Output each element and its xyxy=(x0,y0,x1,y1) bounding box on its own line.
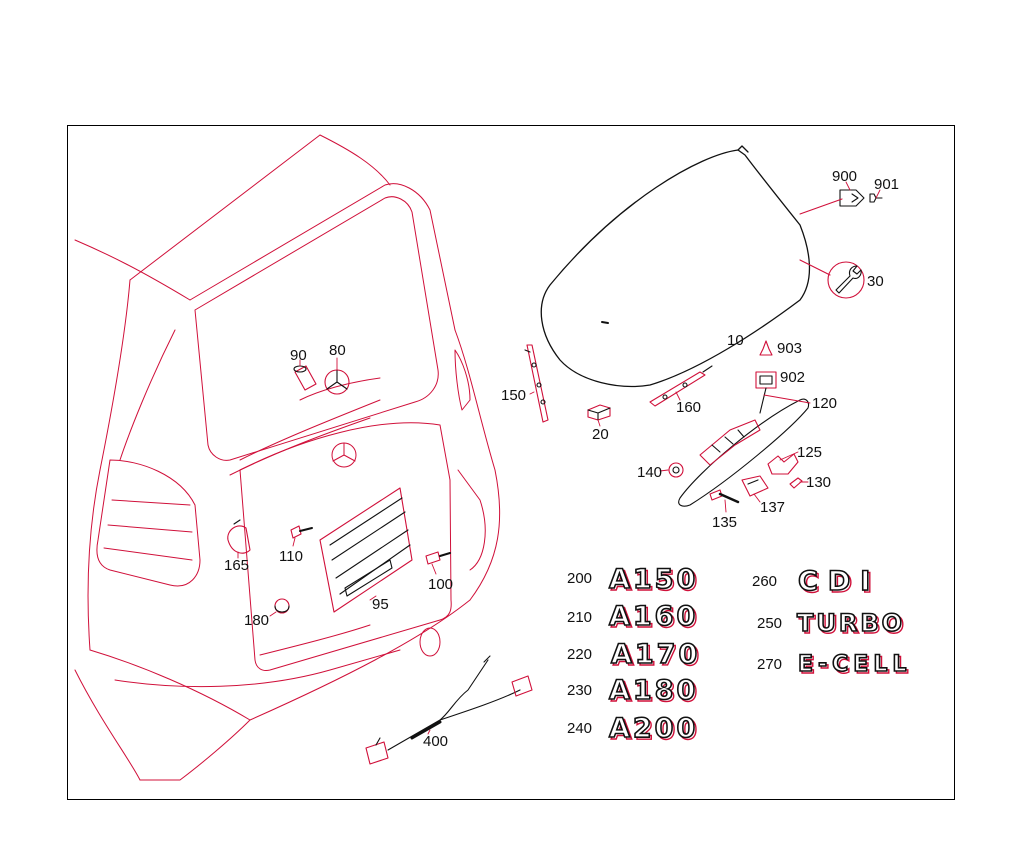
callout-900: 900 xyxy=(832,168,857,185)
pin-901 xyxy=(869,193,883,203)
plate-bracket-95 xyxy=(319,487,413,613)
screw-100 xyxy=(425,551,451,565)
emblem-250-text: TURBO xyxy=(797,609,905,637)
emblem-200-number: 200 xyxy=(567,570,592,587)
callout-160: 160 xyxy=(676,399,701,416)
callout-150: 150 xyxy=(501,387,526,404)
emblem-230-shadow: A180 xyxy=(611,677,700,708)
callout-903: 903 xyxy=(777,340,802,357)
emblem-270-shadow: E-CELL xyxy=(800,654,913,679)
callout-10: 10 xyxy=(727,332,744,349)
callout-902: 902 xyxy=(780,369,805,386)
callout-20: 20 xyxy=(592,426,609,443)
callout-137: 137 xyxy=(760,499,785,516)
strip-160 xyxy=(649,365,713,407)
cylinder-90 xyxy=(293,365,317,391)
callout-30: 30 xyxy=(867,273,884,290)
emblem-200-shadow: A150 xyxy=(611,566,700,597)
emblem-270-text: E-CELL xyxy=(798,652,911,677)
leader-lines xyxy=(237,181,881,735)
lamp-902 xyxy=(755,371,777,414)
rear-window-glass xyxy=(540,145,811,388)
emblem-260-text: CDI xyxy=(798,566,880,597)
emblem-210-number: 210 xyxy=(567,609,592,626)
grommet-140 xyxy=(668,462,684,478)
callout-135: 135 xyxy=(712,514,737,531)
emblem-240-shadow: A200 xyxy=(611,715,700,746)
emblem-260-number: 260 xyxy=(752,573,777,590)
emblem-240-text: A200 xyxy=(609,713,698,744)
emblem-260-shadow: CDI xyxy=(800,568,882,599)
diagram-frame xyxy=(67,125,955,800)
wrench-icon xyxy=(799,259,865,299)
clip-125 xyxy=(767,453,799,475)
emblem-240-number: 240 xyxy=(567,720,592,737)
emblem-250-number: 250 xyxy=(757,615,782,632)
emblem-220-text: A170 xyxy=(611,639,700,670)
block-20 xyxy=(587,404,611,421)
callout-95: 95 xyxy=(372,596,389,613)
ring-180 xyxy=(274,598,290,614)
strip-150 xyxy=(524,344,549,423)
emblem-230-number: 230 xyxy=(567,682,592,699)
clip-137 xyxy=(741,475,769,497)
clip-900 xyxy=(839,189,865,207)
callout-labels: 900 901 30 10 903 902 120 125 130 137 13… xyxy=(224,168,899,750)
emblem-220-number: 220 xyxy=(567,646,592,663)
callout-110: 110 xyxy=(279,548,303,565)
cap-903 xyxy=(759,340,773,356)
callout-400: 400 xyxy=(423,733,448,750)
callout-140: 140 xyxy=(637,464,662,481)
callout-90: 90 xyxy=(290,347,307,364)
emblem-210-text: A160 xyxy=(609,601,698,632)
holder-165 xyxy=(227,519,251,554)
emblem-230-text: A180 xyxy=(609,675,698,706)
bolt-110 xyxy=(290,525,313,539)
model-emblems: 200 A150 A150 210 A160 A160 220 A170 A17… xyxy=(567,563,913,747)
callout-165: 165 xyxy=(224,557,249,574)
wiring-harness-400 xyxy=(365,655,533,765)
emblem-220-shadow: A170 xyxy=(613,641,702,672)
callout-125: 125 xyxy=(797,444,822,461)
screw-135 xyxy=(709,489,740,504)
emblem-250-shadow: TURBO xyxy=(799,611,907,639)
callout-120: 120 xyxy=(812,395,837,412)
callout-130: 130 xyxy=(806,474,831,491)
callout-901: 901 xyxy=(874,176,899,193)
car-rear-body xyxy=(74,134,501,781)
emblem-200-text: A150 xyxy=(609,564,698,595)
bulb-130 xyxy=(789,477,803,489)
emblem-210-shadow: A160 xyxy=(611,603,700,634)
callout-100: 100 xyxy=(428,576,453,593)
callout-80: 80 xyxy=(329,342,346,359)
callout-180: 180 xyxy=(244,612,269,629)
emblem-270-number: 270 xyxy=(757,656,782,673)
brake-light-120 xyxy=(678,398,810,507)
star-emblem-80 xyxy=(324,369,350,395)
